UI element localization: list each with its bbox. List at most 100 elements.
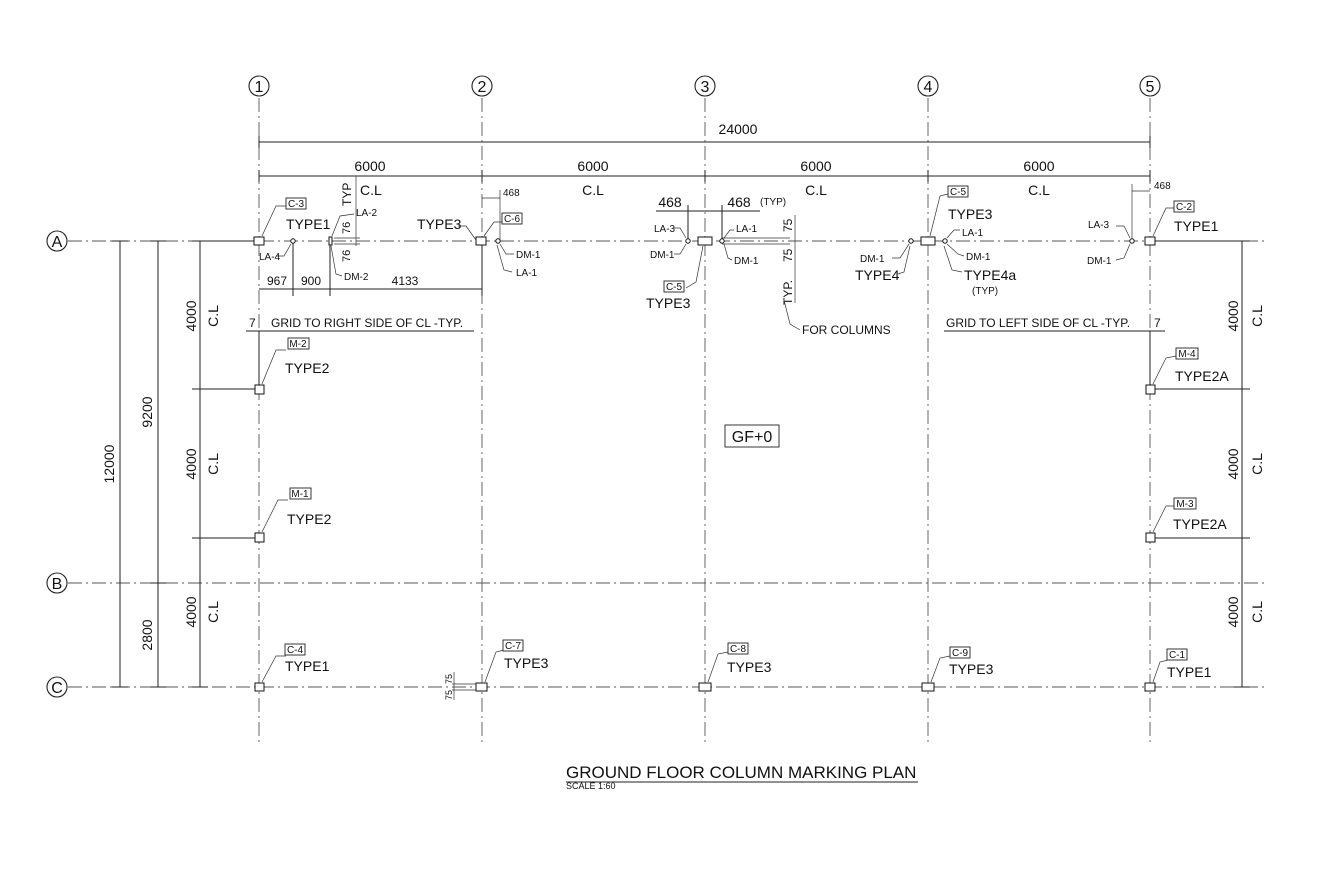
dim-bay-1: 6000	[354, 158, 385, 174]
dim-right-seg-3: 4000	[1225, 596, 1241, 627]
column-c5-grid4: C-5 TYPE3 LA-1 DM-1 DM-1 TYPE4 TYPE4a (T…	[855, 185, 1016, 297]
grid-label-1: 1	[255, 79, 264, 96]
column-mark: M-3	[1176, 499, 1194, 510]
left-dimensions: 12000 9200 2800 4000 4000 4000 C.L C.L C…	[101, 240, 259, 688]
grid-label-5: 5	[1146, 79, 1155, 96]
cl-left-1: C.L	[205, 305, 221, 327]
label-dm1: DM-1	[516, 250, 541, 261]
column-c3: C-3 TYPE1 LA-4 DM-2 LA-2	[253, 197, 378, 283]
grid-label-C: C	[51, 680, 63, 697]
column-type: TYPE2	[287, 511, 332, 527]
dim-468-grid2: 468	[503, 188, 520, 199]
column-c1: C-1 TYPE1	[1144, 648, 1212, 692]
label-dm1-right: DM-1	[734, 256, 759, 267]
column-mark: C-3	[288, 199, 305, 210]
label-dm1-grid5: DM-1	[1087, 256, 1112, 267]
grid-bubble-C: C	[46, 676, 68, 698]
dim-75-grid2-bottom: 75	[444, 690, 454, 700]
column-mark: C-8	[730, 644, 747, 655]
column-mark: C-5	[950, 187, 967, 198]
column-m1: M-1 TYPE2	[254, 487, 332, 543]
column-m3: M-3 TYPE2A	[1145, 497, 1227, 543]
dim-right-seg-2: 4000	[1225, 448, 1241, 479]
column-type: TYPE3	[646, 295, 691, 311]
dim-4133: 4133	[392, 274, 419, 288]
dim-right-seg-1: 4000	[1225, 300, 1241, 331]
label-la3-grid5: LA-3	[1088, 220, 1110, 231]
column-c8: C-8 TYPE3	[698, 642, 772, 692]
note-grid-left: GRID TO LEFT SIDE OF CL -TYP.	[946, 316, 1130, 330]
dim-7-left: 7	[249, 316, 256, 330]
column-c5-grid3: LA-3 DM-1 LA-1 DM-1 C-5 TYPE3	[646, 224, 759, 311]
typ-paren-grid4: (TYP)	[972, 286, 998, 297]
dim-75-grid2-top: 75	[444, 674, 454, 684]
column-m4: M-4 TYPE2A	[1145, 347, 1229, 395]
column-type: TYPE1	[1167, 664, 1212, 680]
label-la1-right: LA-1	[736, 224, 758, 235]
column-type: TYPE1	[286, 216, 331, 232]
column-type: TYPE3	[727, 659, 772, 675]
dim-468-right: 468	[727, 194, 751, 210]
dim-468-left: 468	[658, 194, 682, 210]
grid-label-A: A	[52, 234, 63, 251]
typ-paren-grid3: (TYP)	[760, 197, 786, 208]
dim-bay-3: 6000	[800, 158, 831, 174]
dim-967: 967	[267, 274, 287, 288]
label-la1-grid4: LA-1	[962, 228, 984, 239]
column-c6: C-6 TYPE3 DM-1 LA-1	[417, 212, 541, 279]
label-dm1-grid4-left: DM-1	[860, 254, 885, 265]
cl-bay-3: C.L	[805, 182, 827, 198]
grid-bubble-1: 1	[248, 75, 270, 97]
dim-24000: 24000	[719, 121, 758, 137]
column-type: TYPE3	[949, 661, 994, 677]
column-type: TYPE1	[1174, 218, 1219, 234]
column-mark: C-6	[504, 214, 521, 225]
typ-dot-grid3: TYP.	[781, 280, 795, 305]
grid5-offset-dim: 468	[1131, 181, 1171, 241]
level-gf0: GF+0	[732, 429, 773, 446]
grid-side-notes: 7 GRID TO RIGHT SIDE OF CL -TYP. GRID TO…	[246, 316, 1165, 389]
column-type: TYPE2A	[1173, 516, 1227, 532]
label-dm1-grid4-right: DM-1	[966, 252, 991, 263]
cl-bay-1: C.L	[360, 182, 382, 198]
level-label: GF+0	[724, 424, 780, 448]
dim-76-bottom: 76	[341, 250, 353, 262]
grid-bubble-2: 2	[471, 75, 493, 97]
column-mark: C-2	[1176, 202, 1193, 213]
column-mark: M-2	[289, 339, 307, 350]
cl-bay-2: C.L	[582, 182, 604, 198]
column-m2: M-2 TYPE2	[254, 337, 330, 395]
column-c4: C-4 TYPE1	[254, 643, 330, 692]
overall-dimension: 24000	[258, 121, 1151, 148]
grid-bubble-3: 3	[694, 75, 716, 97]
dim-76-top: 76	[341, 222, 353, 234]
column-type: TYPE2	[285, 360, 330, 376]
note-for-columns: FOR COLUMNS	[802, 323, 891, 337]
drawing-title: GROUND FLOOR COLUMN MARKING PLAN SCALE 1…	[566, 763, 918, 791]
note-grid-right: GRID TO RIGHT SIDE OF CL -TYP.	[271, 316, 463, 330]
cl-left-2: C.L	[205, 453, 221, 475]
dim-2800: 2800	[139, 619, 155, 650]
dim-bay-4: 6000	[1023, 158, 1054, 174]
column-c2: C-2 TYPE1 LA-3 DM-1	[1087, 200, 1219, 267]
label-type4: TYPE4	[855, 267, 900, 283]
label-type4a: TYPE4a	[964, 267, 1016, 283]
cl-right-3: C.L	[1249, 601, 1265, 623]
column-mark: M-4	[1178, 349, 1196, 360]
dim-75-top: 75	[781, 218, 795, 232]
label-dm1-left: DM-1	[650, 250, 675, 261]
column-type: TYPE2A	[1175, 368, 1229, 384]
column-mark: C-5	[666, 282, 683, 293]
column-type: TYPE1	[285, 658, 330, 674]
grid1-detail-dims: 967 900 4133 76 76	[259, 222, 483, 296]
dim-9200: 9200	[139, 396, 155, 427]
right-dimensions: 4000 4000 4000 C.L C.L C.L	[1150, 240, 1265, 688]
grid-bubble-B: B	[46, 572, 68, 594]
label-la1: LA-1	[516, 268, 538, 279]
grid-label-3: 3	[701, 79, 710, 96]
dim-900: 900	[301, 274, 321, 288]
dim-12000: 12000	[101, 444, 117, 483]
grid-bubble-4: 4	[917, 75, 939, 97]
column-type: TYPE3	[417, 216, 462, 232]
